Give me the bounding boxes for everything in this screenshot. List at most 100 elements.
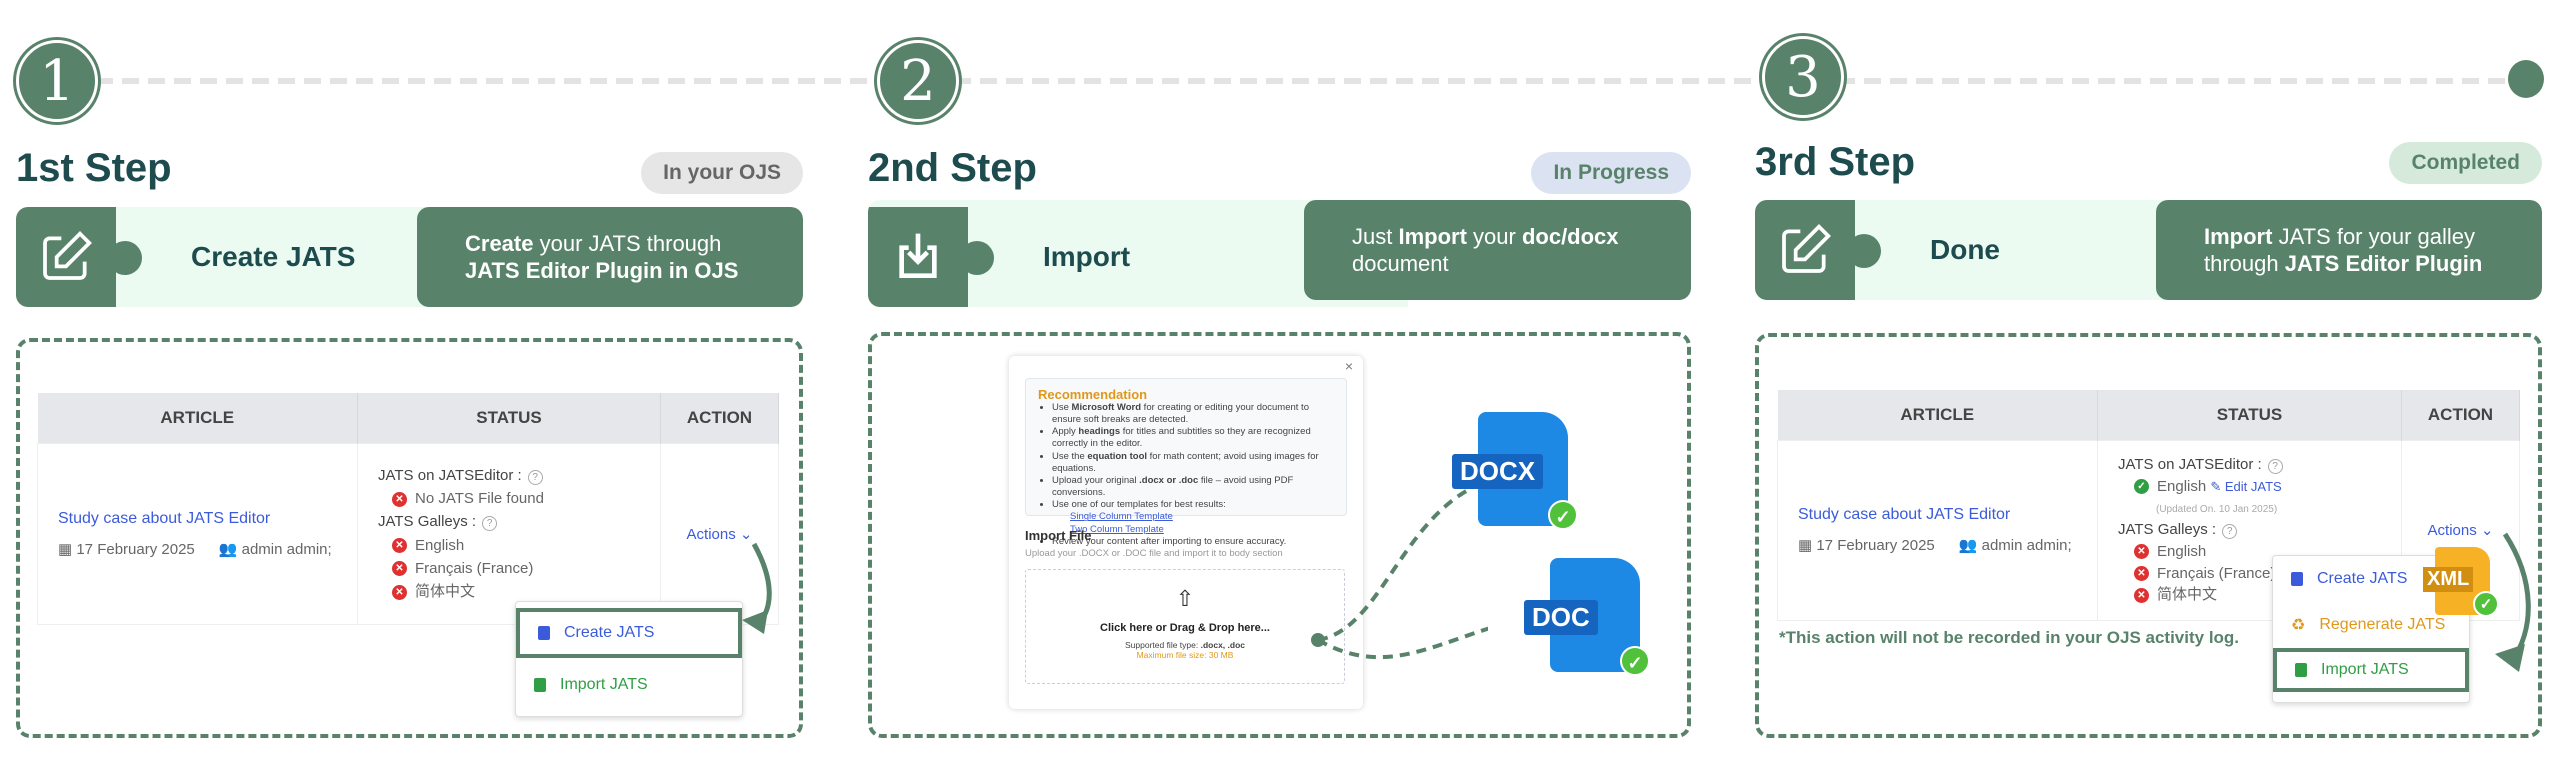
menu-regenerate-jats[interactable]: ♻Regenerate JATS xyxy=(2273,602,2469,648)
col-status: STATUS xyxy=(2097,390,2402,440)
menu-label: Create JATS xyxy=(564,624,655,641)
desc-bold: Import xyxy=(1398,223,1467,249)
galleys-label: JATS Galleys : xyxy=(2118,521,2217,539)
activity-log-note: *This action will not be recorded in you… xyxy=(1779,628,2240,647)
edit-icon xyxy=(16,207,116,307)
file-import-icon xyxy=(2295,663,2307,677)
puzzle-knob xyxy=(108,241,142,275)
curved-arrow-icon xyxy=(2495,532,2531,672)
recommendation-box: Recommendation Use Microsoft Word for cr… xyxy=(1025,378,1347,547)
galley-item: 简体中文 xyxy=(2157,586,2218,604)
edit-jats-link[interactable]: ✎ Edit JATS xyxy=(2210,478,2282,494)
desc-bold: JATS Editor Plugin in OJS xyxy=(465,258,739,283)
recommendation-title: Recommendation xyxy=(1038,387,1148,402)
supported-label: Supported file type: xyxy=(1124,640,1201,650)
article-date: 17 February 2025 xyxy=(1816,537,1935,554)
list-item: Review your content after importing to e… xyxy=(1052,536,1334,548)
card-title: Done xyxy=(1930,234,2000,265)
help-icon[interactable]: ? xyxy=(2267,458,2283,474)
step-3-column: 3rd Step Completed Done Import JATS for … xyxy=(1755,0,2542,774)
error-icon: ✕ xyxy=(2134,544,2149,560)
help-icon[interactable]: ? xyxy=(527,469,543,485)
puzzle-knob xyxy=(1847,234,1881,268)
single-column-template-link[interactable]: Single Column Template xyxy=(1070,511,1173,523)
step-1-number: 1 xyxy=(16,40,98,122)
galley-item: English xyxy=(415,536,465,554)
step-heading: 3rd Step xyxy=(1755,140,1916,184)
col-article: ARTICLE xyxy=(37,393,358,443)
puzzle-knob xyxy=(960,241,994,275)
actions-label: Actions xyxy=(2427,522,2477,539)
edit-icon xyxy=(1755,200,1855,300)
connector-lines xyxy=(1311,488,1488,660)
col-article: ARTICLE xyxy=(1777,390,2098,440)
status-badge: In your OJS xyxy=(641,152,803,194)
help-icon[interactable]: ? xyxy=(2222,524,2238,540)
folder-plus-icon xyxy=(2291,572,2303,586)
desc-bold: Import xyxy=(2204,223,2273,249)
desc-text: JATS for your galley xyxy=(2272,223,2476,249)
progress-track xyxy=(96,78,2516,84)
jats-language: English xyxy=(2157,477,2207,495)
import-icon xyxy=(868,207,968,307)
status-badge: In Progress xyxy=(1531,152,1691,194)
menu-label: Import JATS xyxy=(560,676,648,693)
list-item: Upload your original .docx or .doc file … xyxy=(1052,475,1334,499)
actions-dropdown[interactable]: Actions ⌄ xyxy=(687,526,753,543)
users-icon: 👥 xyxy=(1958,537,1982,554)
error-icon: ✕ xyxy=(2134,566,2149,582)
help-icon[interactable]: ? xyxy=(482,516,498,532)
status-badge: Completed xyxy=(2389,142,2542,184)
desc-bold: doc/docx xyxy=(1521,223,1619,249)
file-import-icon xyxy=(534,678,546,692)
actions-dropdown[interactable]: Actions ⌄ xyxy=(2428,522,2494,539)
menu-import-jats[interactable]: Import JATS xyxy=(516,660,742,710)
supported-types: .docx, .doc xyxy=(1200,640,1245,650)
dropzone-text: Click here or Drag & Drop here... xyxy=(1100,622,1270,634)
import-file-title: Import File xyxy=(1025,528,1092,543)
list-item: Use one of our templates for best result… xyxy=(1052,499,1334,535)
no-file-text: No JATS File found xyxy=(415,490,544,507)
step-1-column: 1st Step In your OJS Create JATS Create … xyxy=(16,0,803,774)
menu-label: Create JATS xyxy=(2317,570,2408,587)
galley-item: 简体中文 xyxy=(415,583,476,600)
menu-create-jats[interactable]: Create JATS xyxy=(516,608,742,658)
error-icon: ✕ xyxy=(392,584,407,600)
card-title: Import xyxy=(1043,241,1131,272)
calendar-icon: ▦ xyxy=(58,540,77,558)
desc-text: Just xyxy=(1352,223,1399,249)
import-modal: × Recommendation Use Microsoft Word for … xyxy=(1009,356,1363,709)
article-author: admin admin; xyxy=(1981,537,2072,554)
file-dropzone[interactable]: ⇧ Click here or Drag & Drop here... Supp… xyxy=(1025,569,1345,684)
step-3-number: 3 xyxy=(1762,36,1844,118)
actions-label: Actions xyxy=(686,525,736,543)
error-icon: ✕ xyxy=(392,491,407,507)
xml-file-icon: XML ✓ xyxy=(2423,547,2499,617)
updated-text: (Updated On. 10 Jan 2025) xyxy=(2156,504,2278,516)
desc-text: your JATS through xyxy=(533,230,722,256)
close-icon[interactable]: × xyxy=(1344,358,1353,374)
col-status: STATUS xyxy=(357,393,661,443)
card-title: Create JATS xyxy=(191,241,356,272)
jats-label: JATS on JATSEditor : xyxy=(2118,455,2262,473)
article-title-link[interactable]: Study case about JATS Editor xyxy=(1798,506,2011,523)
menu-create-jats[interactable]: Create JATS xyxy=(2273,556,2469,602)
col-action: ACTION xyxy=(2401,390,2520,440)
desc-text: document xyxy=(1352,251,1449,276)
two-column-template-link[interactable]: Two Column Template xyxy=(1070,523,1164,535)
galleys-label: JATS Galleys : xyxy=(378,513,477,531)
article-title-link[interactable]: Study case about JATS Editor xyxy=(58,509,271,527)
jats-label: JATS on JATSEditor : xyxy=(378,466,522,484)
chevron-down-icon: ⌄ xyxy=(2480,522,2494,539)
menu-import-jats[interactable]: Import JATS xyxy=(2273,648,2469,692)
example-box xyxy=(16,338,803,738)
chevron-down-icon: ⌄ xyxy=(739,525,753,543)
error-icon: ✕ xyxy=(2134,587,2149,603)
desc-bold: JATS Editor Plugin xyxy=(2284,251,2483,276)
article-date: 17 February 2025 xyxy=(76,540,195,558)
